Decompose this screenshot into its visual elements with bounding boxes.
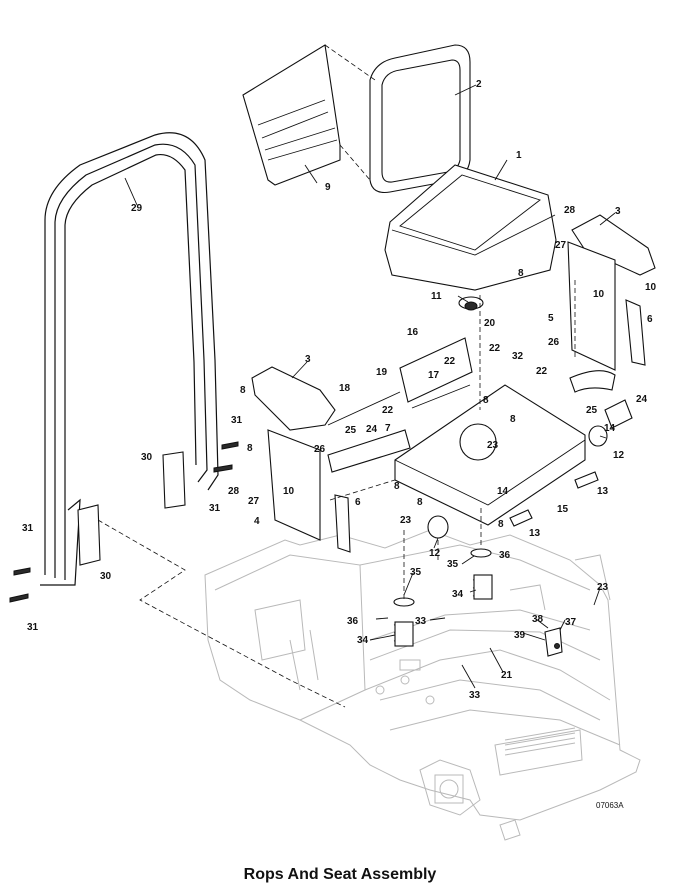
callout-21: 21 xyxy=(501,670,513,681)
callout-8-g: 8 xyxy=(417,497,423,508)
callout-24-b: 24 xyxy=(366,424,378,435)
callout-31-b: 31 xyxy=(209,503,221,514)
callout-36-a: 36 xyxy=(499,550,511,561)
callout-2: 2 xyxy=(476,79,482,90)
callout-26-b: 26 xyxy=(314,444,326,455)
callout-31-a: 31 xyxy=(231,415,243,426)
callout-23-b: 23 xyxy=(400,515,412,526)
callout-37: 37 xyxy=(565,617,577,628)
left-mount-bracket xyxy=(267,429,351,553)
callout-10-c: 10 xyxy=(283,486,295,497)
bolts-left xyxy=(9,441,239,603)
callout-13-b: 13 xyxy=(529,528,541,539)
callout-35-b: 35 xyxy=(410,567,422,578)
callout-16: 16 xyxy=(407,327,419,338)
seat-cushion xyxy=(384,164,557,291)
cross-bar xyxy=(327,370,633,473)
callout-15: 15 xyxy=(557,504,569,515)
callout-27-b: 27 xyxy=(248,496,260,507)
callout-12-b: 12 xyxy=(429,548,441,559)
callout-6-left: 6 xyxy=(355,497,361,508)
figure-caption: Rops And Seat Assembly xyxy=(243,866,437,883)
latch-hardware xyxy=(544,627,563,657)
callout-8-h: 8 xyxy=(498,519,504,530)
callout-13-a: 13 xyxy=(597,486,609,497)
callout-1: 1 xyxy=(516,150,522,161)
callout-8-f: 8 xyxy=(394,481,400,492)
callout-8-d: 8 xyxy=(483,395,489,406)
callout-31-c: 31 xyxy=(22,523,34,534)
callout-6-right: 6 xyxy=(647,314,653,325)
armrest-left xyxy=(251,366,336,431)
callout-38: 38 xyxy=(532,614,544,625)
callout-labels: 1 2 3 3 4 5 6 6 7 8 8 8 8 8 8 8 8 9 10 1… xyxy=(22,79,657,810)
callout-7: 7 xyxy=(385,423,391,434)
callout-10-a: 10 xyxy=(593,289,605,300)
assembly-lines xyxy=(97,44,576,708)
callout-22-a: 22 xyxy=(444,356,456,367)
callout-33-b: 33 xyxy=(469,690,481,701)
right-mount-bracket xyxy=(567,241,646,371)
seat-slide-rails xyxy=(327,337,473,426)
callout-12-a: 12 xyxy=(613,450,625,461)
callout-3-left: 3 xyxy=(305,354,311,365)
callout-10-b: 10 xyxy=(645,282,657,293)
callout-27-a: 27 xyxy=(555,240,567,251)
callout-9: 9 xyxy=(325,182,331,193)
callout-8-e: 8 xyxy=(510,414,516,425)
callout-28-b: 28 xyxy=(228,486,240,497)
callout-24-a: 24 xyxy=(636,394,648,405)
callout-22-b: 22 xyxy=(489,343,501,354)
callout-4: 4 xyxy=(254,516,260,527)
callout-32: 32 xyxy=(512,351,524,362)
callout-39: 39 xyxy=(514,630,526,641)
callout-5: 5 xyxy=(548,313,554,324)
leader-lines xyxy=(124,84,616,689)
seat-base-plate xyxy=(394,384,586,526)
callout-31-d: 31 xyxy=(27,622,39,633)
callout-17: 17 xyxy=(428,370,440,381)
callout-22-d: 22 xyxy=(382,405,394,416)
callout-23-c: 23 xyxy=(597,582,609,593)
callout-34-a: 34 xyxy=(452,589,464,600)
rops-roll-bar xyxy=(40,132,219,586)
callout-23-a: 23 xyxy=(487,440,499,451)
seat-back xyxy=(369,44,471,194)
callout-3-right: 3 xyxy=(615,206,621,217)
callout-11: 11 xyxy=(431,291,442,302)
callout-8-c: 8 xyxy=(518,268,524,279)
chassis-frame-ghost xyxy=(204,529,641,841)
callout-33-a: 33 xyxy=(415,616,427,627)
callout-36-b: 36 xyxy=(347,616,359,627)
suspension-springs xyxy=(393,548,493,647)
callout-8-b: 8 xyxy=(247,443,253,454)
callout-29: 29 xyxy=(131,203,143,214)
callout-35-a: 35 xyxy=(447,559,459,570)
callout-26-a: 26 xyxy=(548,337,560,348)
callout-30-b: 30 xyxy=(100,571,112,582)
callout-18: 18 xyxy=(339,383,351,394)
back-panel xyxy=(242,44,341,186)
callout-25-a: 25 xyxy=(586,405,598,416)
callout-28-a: 28 xyxy=(564,205,576,216)
callout-20: 20 xyxy=(484,318,496,329)
callout-25-b: 25 xyxy=(345,425,357,436)
callout-22-c: 22 xyxy=(536,366,548,377)
callout-14-b: 14 xyxy=(497,486,509,497)
drawing-code: 07063A xyxy=(596,801,624,810)
bumpers xyxy=(427,425,608,539)
callout-30-a: 30 xyxy=(141,452,153,463)
callout-8-a: 8 xyxy=(240,385,246,396)
callout-19: 19 xyxy=(376,367,388,378)
callout-34-b: 34 xyxy=(357,635,369,646)
callout-14-a: 14 xyxy=(604,423,616,434)
